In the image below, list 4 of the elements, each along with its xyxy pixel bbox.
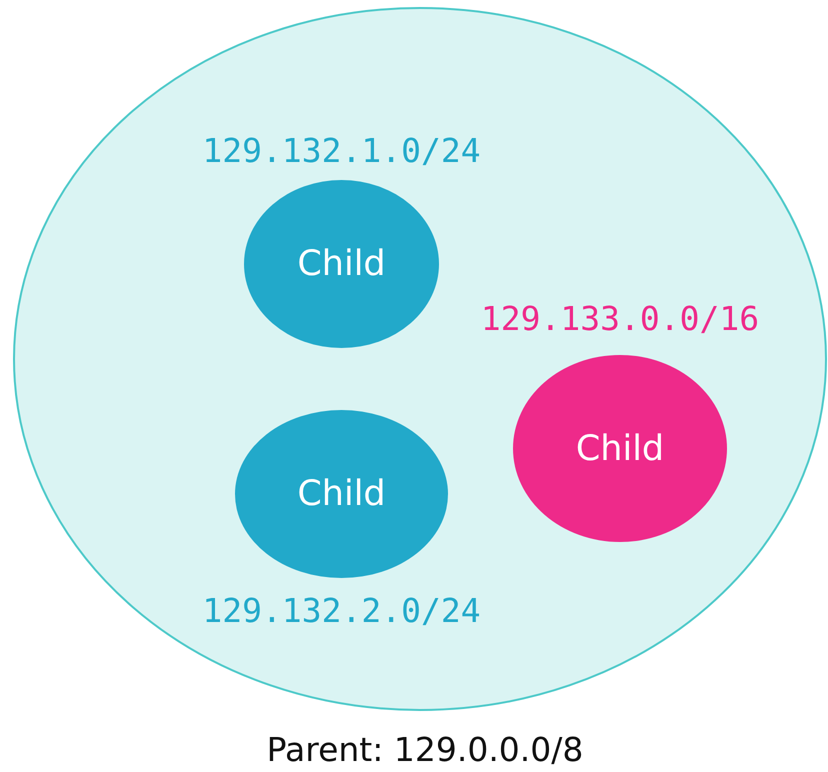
cidr-label: 129.133.0.0/16 xyxy=(480,302,760,335)
cidr-label: 129.132.1.0/24 xyxy=(202,134,481,167)
cidr-label: 129.132.2.0/24 xyxy=(202,594,481,627)
network-label: Parent: 129.0.0.0/8 xyxy=(266,733,584,766)
